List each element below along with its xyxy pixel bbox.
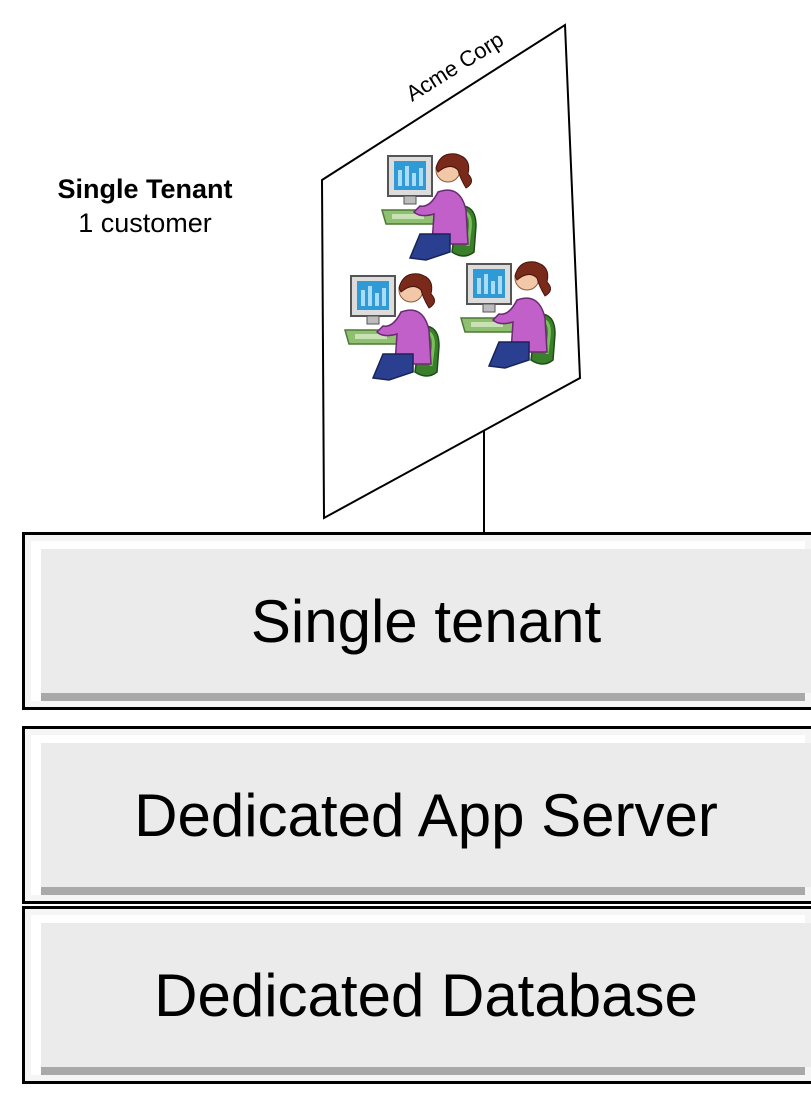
layer-dedicated-database: Dedicated Database [22,906,811,1084]
layer-label: Single tenant [250,587,602,655]
layer-label: Dedicated App Server [134,781,718,849]
caption-title: Single Tenant [57,174,233,204]
layer-single-tenant: Single tenant [22,532,811,710]
caption-subtitle: 1 customer [78,208,212,238]
tenancy-caption: Single Tenant 1 customer [10,172,280,240]
layer-label: Dedicated Database [154,961,698,1029]
tenant-plane [320,23,582,520]
layer-dedicated-app-server: Dedicated App Server [22,726,811,904]
